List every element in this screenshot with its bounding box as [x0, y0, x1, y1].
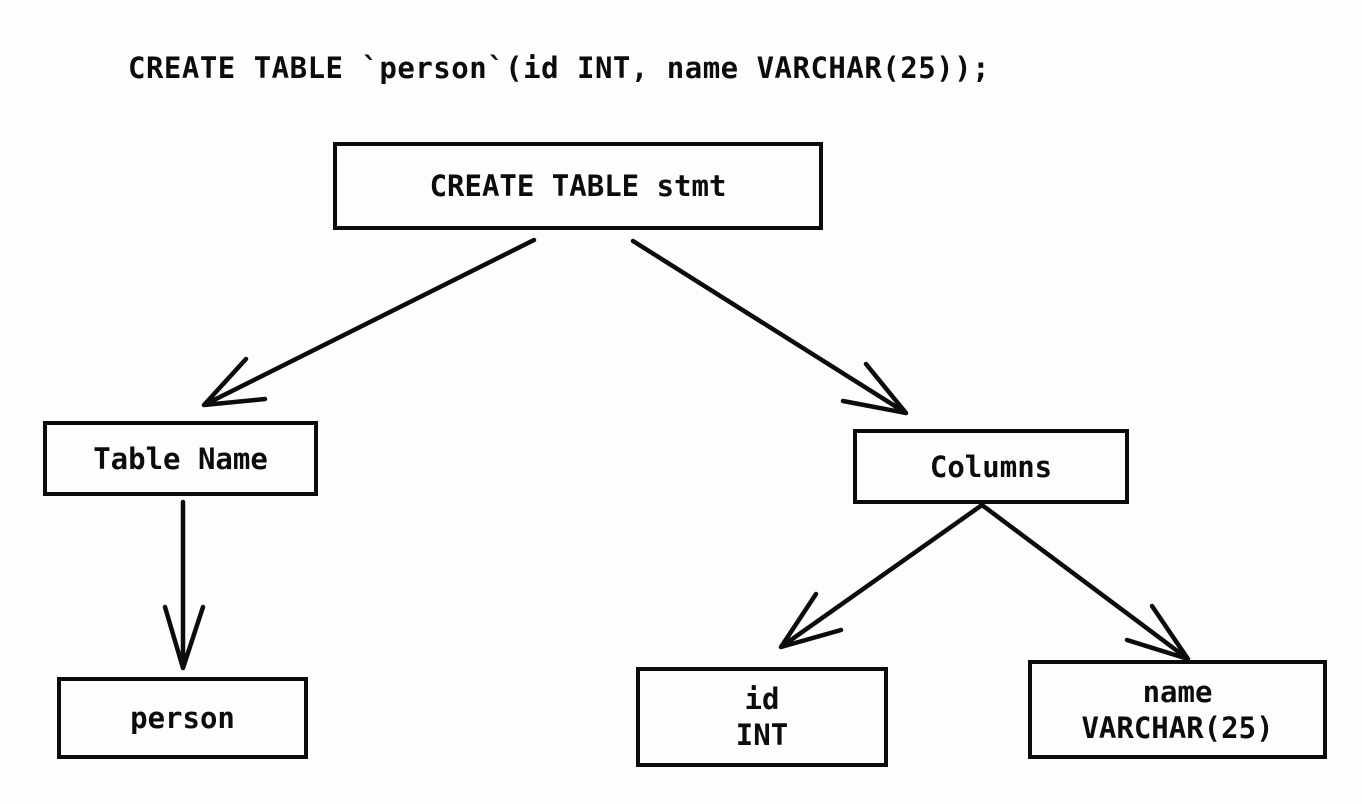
node-table-name: Table Name	[43, 421, 318, 496]
node-id-column: id INT	[636, 667, 888, 767]
node-label: INT	[735, 718, 789, 752]
edge-arrow-columns-to-name	[979, 502, 1191, 662]
node-create-table-stmt: CREATE TABLE stmt	[333, 142, 823, 230]
sql-statement: CREATE TABLE `person`(id INT, name VARCH…	[128, 51, 991, 85]
edge-arrow-stmt-to-columns	[630, 238, 909, 416]
edge-arrow-stmt-to-table-name	[201, 237, 537, 408]
node-label: name	[1142, 674, 1213, 709]
node-label: person	[130, 701, 235, 735]
node-name-column: name VARCHAR(25)	[1028, 660, 1327, 759]
node-label: CREATE TABLE stmt	[429, 169, 727, 203]
node-label: VARCHAR(25)	[1081, 710, 1274, 745]
node-label: Columns	[929, 449, 1053, 484]
node-label: Table Name	[93, 441, 268, 476]
node-label: id	[744, 682, 780, 716]
node-columns: Columns	[853, 429, 1129, 504]
node-person: person	[57, 677, 308, 759]
edge-arrow-columns-to-id	[778, 502, 985, 650]
edge-arrow-table-name-to-person	[162, 499, 206, 671]
